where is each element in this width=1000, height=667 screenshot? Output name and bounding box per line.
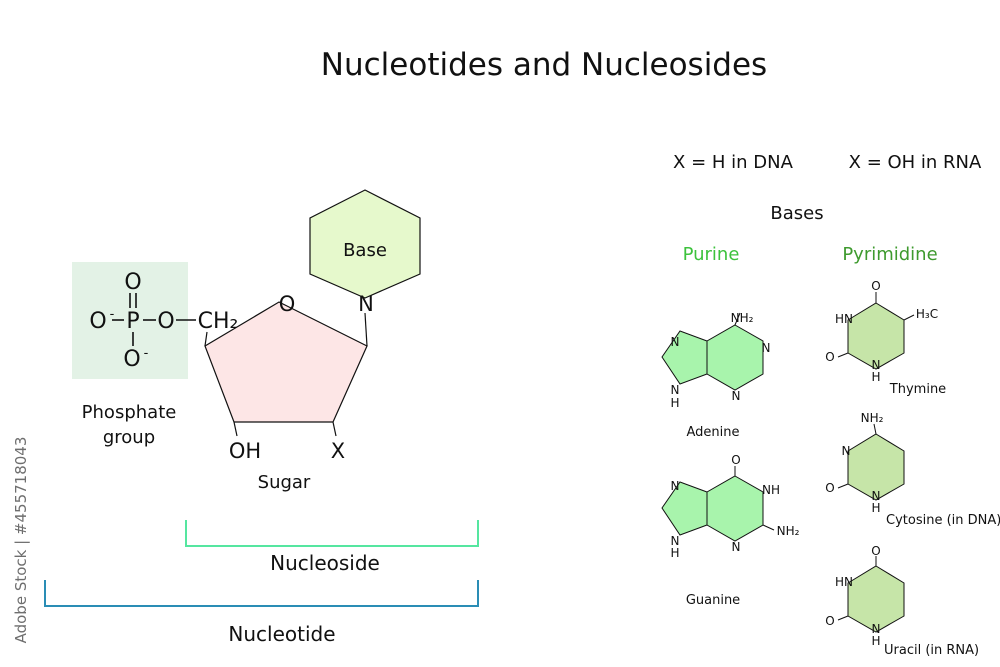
phosphate-label-line2: group bbox=[103, 427, 155, 448]
thymine-name: Thymine bbox=[889, 382, 946, 397]
pyrimidine-heading: Pyrimidine bbox=[842, 244, 937, 265]
guanine-structure: O NH NH₂ N N N H bbox=[661, 453, 800, 560]
base-n: N bbox=[358, 292, 374, 316]
legend-rna: X = OH in RNA bbox=[849, 152, 982, 173]
guanine-n3: N bbox=[732, 540, 741, 554]
sugar-x: X bbox=[331, 439, 345, 463]
sugar-ring-o: O bbox=[279, 292, 296, 316]
uracil-n1: N bbox=[872, 622, 881, 636]
x-bond bbox=[332, 421, 337, 437]
phosphate-o-left: O bbox=[89, 309, 106, 334]
cytosine-n1: N bbox=[872, 489, 881, 503]
adenine-five-ring bbox=[661, 330, 708, 385]
base-n-sugar-bond bbox=[364, 312, 368, 347]
thymine-o2-bond bbox=[837, 352, 849, 358]
guanine-nh2-bond bbox=[762, 524, 775, 531]
adenine-structure: NH₂ N N N N H bbox=[661, 311, 771, 410]
legend-dna: X = H in DNA bbox=[673, 152, 794, 173]
thymine-o2: O bbox=[825, 350, 834, 364]
oh-bond bbox=[233, 421, 238, 437]
adenine-h9: H bbox=[670, 396, 679, 410]
nucleotide-bracket bbox=[44, 580, 479, 607]
adenine-n9: N bbox=[671, 383, 680, 397]
adenine-n1: N bbox=[762, 341, 771, 355]
cytosine-o2: O bbox=[825, 481, 834, 495]
ch2-sugar-bond bbox=[204, 331, 208, 347]
guanine-nh2: NH₂ bbox=[777, 524, 800, 538]
adenine-n7: N bbox=[671, 335, 680, 349]
purine-heading: Purine bbox=[683, 244, 740, 265]
adenine-name: Adenine bbox=[686, 425, 739, 440]
sugar-ring bbox=[204, 301, 368, 423]
thymine-o4: O bbox=[871, 279, 880, 293]
guanine-six-ring bbox=[706, 475, 764, 542]
cytosine-structure: NH₂ N O N H bbox=[825, 411, 905, 515]
sugar-oh: OH bbox=[229, 439, 261, 463]
base-label: Base bbox=[343, 240, 387, 261]
phosphate-o-bottom: O bbox=[123, 347, 140, 372]
cytosine-nh2: NH₂ bbox=[861, 411, 884, 425]
cytosine-name: Cytosine (in DNA) bbox=[886, 513, 1000, 528]
uracil-o2-bond bbox=[837, 615, 849, 621]
phosphate-p: P bbox=[126, 309, 139, 334]
adenine-nh2: NH₂ bbox=[731, 311, 754, 325]
thymine-ch3-bond bbox=[903, 314, 915, 321]
nucleoside-label: Nucleoside bbox=[270, 551, 380, 575]
guanine-h9: H bbox=[670, 546, 679, 560]
uracil-o4: O bbox=[871, 544, 880, 558]
nucleotide-label: Nucleotide bbox=[228, 622, 335, 646]
guanine-nh: NH bbox=[762, 483, 780, 497]
guanine-o: O bbox=[731, 453, 740, 467]
uracil-name: Uracil (in RNA) bbox=[884, 643, 979, 658]
cytosine-o-bond bbox=[837, 483, 849, 489]
cytosine-nh2-bond bbox=[873, 423, 877, 435]
thymine-n1: N bbox=[872, 358, 881, 372]
adenine-nh2-bond bbox=[734, 312, 741, 326]
stock-watermark: Adobe Stock | #455718043 bbox=[12, 437, 30, 644]
thymine-h1: H bbox=[871, 370, 880, 384]
uracil-hn: HN bbox=[835, 575, 853, 589]
thymine-structure: O HN H₃C O N H bbox=[825, 279, 938, 384]
phosphate-label-line1: Phosphate bbox=[82, 402, 177, 423]
bases-heading: Bases bbox=[770, 203, 823, 224]
uracil-h1: H bbox=[871, 634, 880, 648]
guanine-n7: N bbox=[671, 479, 680, 493]
base-hexagon bbox=[309, 189, 421, 299]
thymine-hn: HN bbox=[835, 312, 853, 326]
sugar-label: Sugar bbox=[258, 472, 311, 493]
adenine-six-ring bbox=[706, 324, 764, 391]
cytosine-n3: N bbox=[842, 444, 851, 458]
phosphate-minus-bottom: - bbox=[144, 346, 149, 361]
guanine-n9: N bbox=[671, 534, 680, 548]
guanine-name: Guanine bbox=[686, 593, 740, 608]
phosphate-o-top: O bbox=[124, 270, 141, 295]
cytosine-ring bbox=[847, 433, 905, 501]
uracil-o2: O bbox=[825, 614, 834, 628]
adenine-n3: N bbox=[732, 389, 741, 403]
cytosine-h1: H bbox=[871, 501, 880, 515]
page-title: Nucleotides and Nucleosides bbox=[321, 47, 767, 83]
uracil-ring bbox=[847, 565, 905, 633]
phosphate-minus-left: - bbox=[110, 307, 115, 322]
phosphate-o-bridge: O bbox=[157, 309, 174, 334]
nucleoside-bracket bbox=[185, 520, 479, 547]
uracil-structure: O HN O N H bbox=[825, 544, 905, 648]
thymine-h3c: H₃C bbox=[916, 307, 938, 321]
phosphate-box bbox=[72, 262, 188, 379]
guanine-five-ring bbox=[661, 481, 708, 536]
